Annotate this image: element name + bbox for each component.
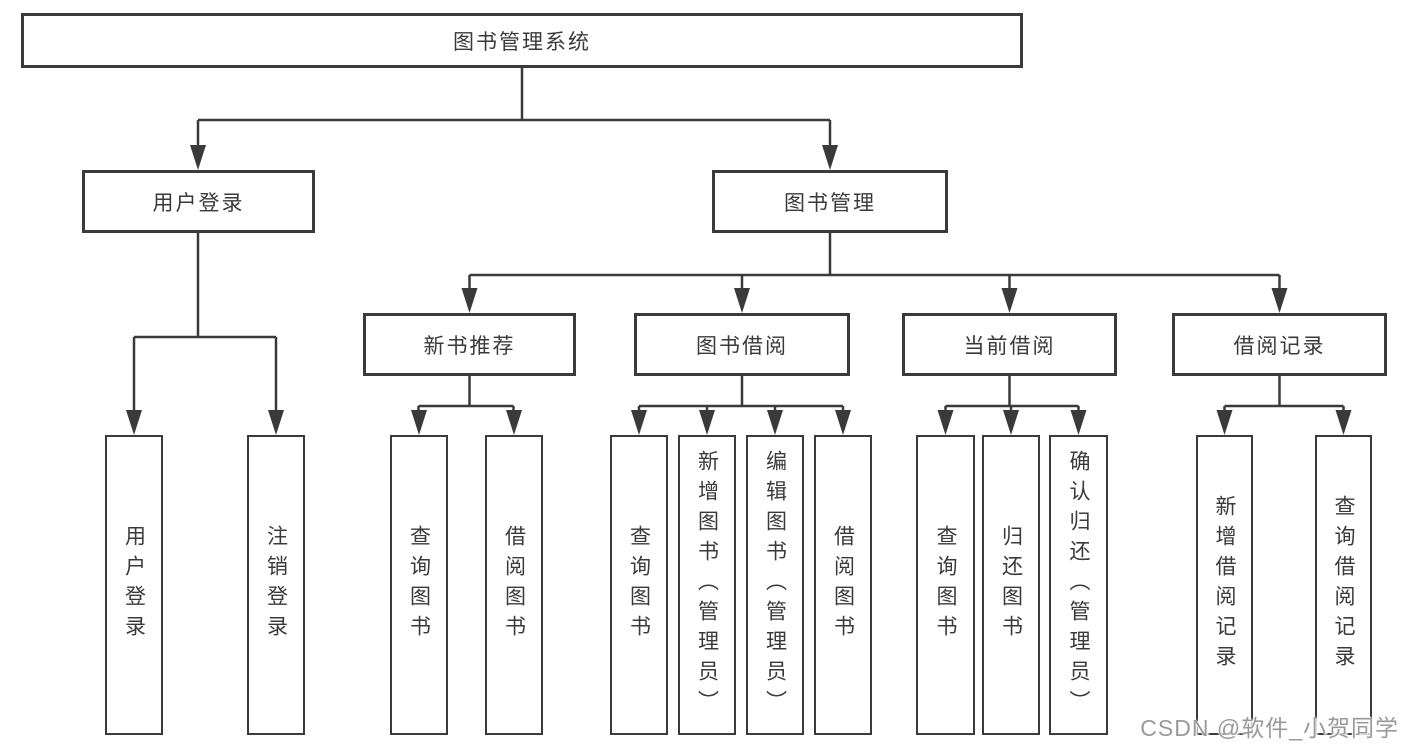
leaf-records-query-borrow-record-label: 查询借阅记录 bbox=[1332, 495, 1355, 675]
leaf-borrow-query-books: 查询图书 bbox=[610, 435, 668, 735]
leaf-records-add-borrow-record: 新增借阅记录 bbox=[1196, 435, 1253, 735]
node-book-management-module: 图书管理 bbox=[712, 170, 948, 233]
leaf-current-confirm-return-admin: 确认归还（管理员） bbox=[1049, 435, 1108, 735]
leaf-current-return-books: 归还图书 bbox=[982, 435, 1040, 735]
leaf-records-query-borrow-record: 查询借阅记录 bbox=[1315, 435, 1372, 735]
leaf-logout-label: 注销登录 bbox=[264, 525, 288, 645]
leaf-borrow-add-books-admin-label: 新增图书（管理员） bbox=[695, 450, 719, 720]
node-root-system-label: 图书管理系统 bbox=[453, 30, 591, 54]
leaf-records-add-borrow-record-label: 新增借阅记录 bbox=[1213, 495, 1236, 675]
leaf-borrow-borrow-books: 借阅图书 bbox=[814, 435, 872, 735]
node-user-login-module: 用户登录 bbox=[82, 170, 315, 233]
node-current-borrowing: 当前借阅 bbox=[902, 313, 1117, 376]
connector-bookborrow-to-leaves bbox=[631, 376, 851, 435]
leaf-newbook-query-books: 查询图书 bbox=[390, 435, 448, 735]
leaf-newbook-borrow-books: 借阅图书 bbox=[485, 435, 543, 735]
node-book-borrowing: 图书借阅 bbox=[634, 313, 850, 376]
leaf-current-confirm-return-admin-label: 确认归还（管理员） bbox=[1067, 450, 1090, 720]
leaf-current-query-books: 查询图书 bbox=[916, 435, 975, 735]
leaf-user-login: 用户登录 bbox=[105, 435, 163, 735]
node-current-borrowing-label: 当前借阅 bbox=[963, 334, 1056, 358]
node-borrow-records: 借阅记录 bbox=[1172, 313, 1387, 376]
leaf-newbook-query-books-label: 查询图书 bbox=[407, 525, 431, 645]
leaf-user-login-label: 用户登录 bbox=[122, 525, 146, 645]
node-borrow-records-label: 借阅记录 bbox=[1233, 334, 1326, 358]
connector-currentborrow-to-leaves bbox=[937, 376, 1087, 435]
connector-root-to-level2 bbox=[190, 68, 838, 170]
leaf-borrow-borrow-books-label: 借阅图书 bbox=[831, 525, 855, 645]
node-book-management-module-label: 图书管理 bbox=[784, 191, 876, 215]
leaf-borrow-edit-books-admin-label: 编辑图书（管理员） bbox=[763, 450, 787, 720]
connector-login-to-leaves bbox=[126, 233, 284, 435]
node-new-book-recommend: 新书推荐 bbox=[363, 313, 576, 376]
connector-newbooks-to-leaves bbox=[411, 376, 522, 435]
csdn-watermark: CSDN @软件_小贺同学 bbox=[1140, 715, 1399, 741]
leaf-borrow-edit-books-admin: 编辑图书（管理员） bbox=[746, 435, 804, 735]
node-book-borrowing-label: 图书借阅 bbox=[696, 334, 788, 358]
connector-borrowrecords-to-leaves bbox=[1216, 376, 1352, 435]
leaf-borrow-query-books-label: 查询图书 bbox=[627, 525, 651, 645]
node-new-book-recommend-label: 新书推荐 bbox=[423, 334, 516, 358]
leaf-borrow-add-books-admin: 新增图书（管理员） bbox=[678, 435, 736, 735]
leaf-current-query-books-label: 查询图书 bbox=[934, 525, 957, 645]
node-user-login-module-label: 用户登录 bbox=[152, 191, 245, 215]
leaf-current-return-books-label: 归还图书 bbox=[999, 525, 1023, 645]
leaf-logout: 注销登录 bbox=[247, 435, 305, 735]
leaf-newbook-borrow-books-label: 借阅图书 bbox=[502, 525, 526, 645]
node-root-system: 图书管理系统 bbox=[21, 13, 1023, 68]
connector-management-to-level3 bbox=[461, 233, 1288, 313]
